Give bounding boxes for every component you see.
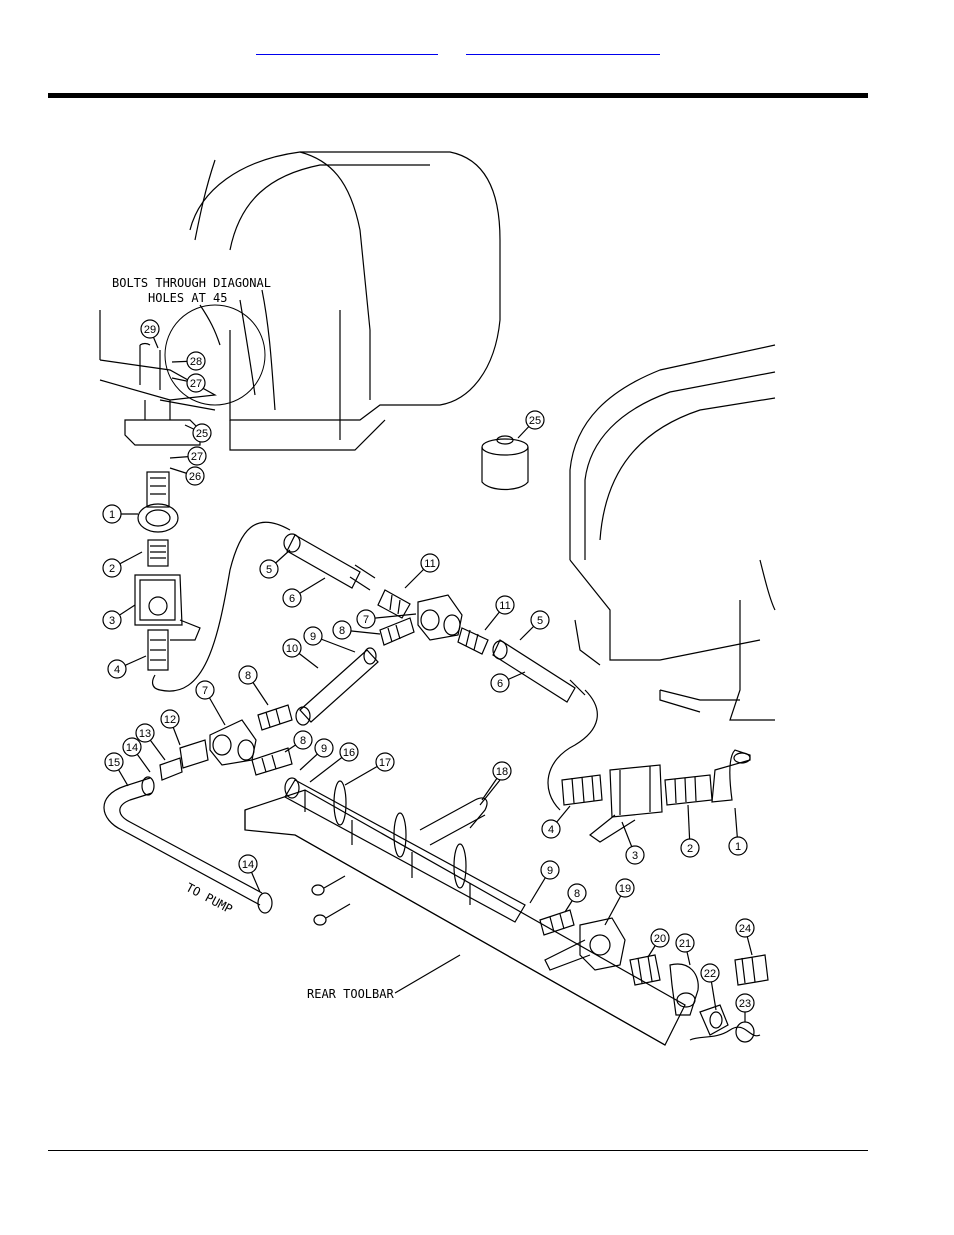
callout-number: 1 <box>735 841 741 853</box>
callout-number: 13 <box>139 728 151 740</box>
callout-number: 16 <box>343 747 355 759</box>
callout-number: 6 <box>289 593 295 605</box>
footer-rule <box>48 1150 868 1151</box>
callout-number: 29 <box>144 324 156 336</box>
paint-can <box>482 436 528 490</box>
callout-number: 9 <box>321 743 327 755</box>
callout-number: 23 <box>739 998 751 1010</box>
top-link-2[interactable] <box>466 38 660 55</box>
callout-number: 14 <box>126 742 138 754</box>
upper-hose <box>284 534 410 618</box>
callout-number: 3 <box>109 615 115 627</box>
hose-curve-left <box>153 522 290 691</box>
annotation-to-pump: TO PUMP <box>184 880 235 916</box>
callout-number: 17 <box>379 757 391 769</box>
callout-number: 19 <box>619 883 631 895</box>
right-tank <box>570 345 775 720</box>
callout-number: 7 <box>202 685 208 697</box>
callout-number: 8 <box>300 735 306 747</box>
hex-nuts <box>312 876 350 925</box>
vertical-valve-assembly <box>135 472 200 670</box>
callout-number: 3 <box>632 850 638 862</box>
ball-valve-right <box>562 750 750 842</box>
callout-number: 18 <box>496 766 508 778</box>
callout-number: 20 <box>654 933 666 945</box>
callout-number: 5 <box>266 564 272 576</box>
callout-number: 4 <box>548 824 554 836</box>
bracket-detail <box>100 305 265 445</box>
callout-number: 24 <box>739 923 751 935</box>
callout-number: 7 <box>363 614 369 626</box>
callout-number: 8 <box>339 625 345 637</box>
leader-rear-toolbar <box>395 955 460 993</box>
header-rule <box>48 93 868 98</box>
callout-number: 21 <box>679 938 691 950</box>
callout-number: 8 <box>245 670 251 682</box>
callout-number: 27 <box>191 451 203 463</box>
lower-left-fittings <box>160 705 292 780</box>
callout-number: 10 <box>286 643 298 655</box>
lower-right-fittings <box>540 910 768 1042</box>
callout-number: 22 <box>704 968 716 980</box>
callout-number: 4 <box>114 664 120 676</box>
top-link-1[interactable] <box>256 38 438 55</box>
callout-number: 25 <box>529 415 541 427</box>
callout-number: 2 <box>687 843 693 855</box>
callout-number: 11 <box>424 558 435 570</box>
callout-number: 14 <box>242 859 254 871</box>
callout-number: 2 <box>109 563 115 575</box>
u-bolt <box>420 780 500 845</box>
annotation-bolts-line1: BOLTS THROUGH DIAGONAL <box>112 276 271 290</box>
right-upper-hose <box>458 628 597 810</box>
callout-number: 5 <box>537 615 543 627</box>
leader-bolts <box>200 305 220 345</box>
callout-number: 6 <box>497 678 503 690</box>
top-links <box>0 38 954 58</box>
callout-number: 1 <box>109 509 115 521</box>
callout-number: 15 <box>108 757 120 769</box>
rear-toolbar <box>245 790 685 1045</box>
callout-number: 9 <box>547 865 553 877</box>
upper-tee <box>418 595 462 640</box>
annotation-bolts-line2: HOLES AT 45 <box>148 291 227 305</box>
callouts: 2928272527261234255611711589106781213141… <box>103 320 754 1022</box>
callout-number: 25 <box>196 428 208 440</box>
parts-diagram: BOLTS THROUGH DIAGONAL HOLES AT 45 TO PU… <box>95 140 785 1080</box>
left-tank <box>190 152 500 450</box>
callout-number: 11 <box>499 600 510 612</box>
callout-number: 8 <box>574 888 580 900</box>
callout-number: 27 <box>190 378 202 390</box>
annotation-rear-toolbar: REAR TOOLBAR <box>307 987 394 1001</box>
callout-number: 12 <box>164 714 176 726</box>
callout-number: 26 <box>189 471 201 483</box>
callout-number: 28 <box>190 356 202 368</box>
callout-number: 9 <box>310 631 316 643</box>
